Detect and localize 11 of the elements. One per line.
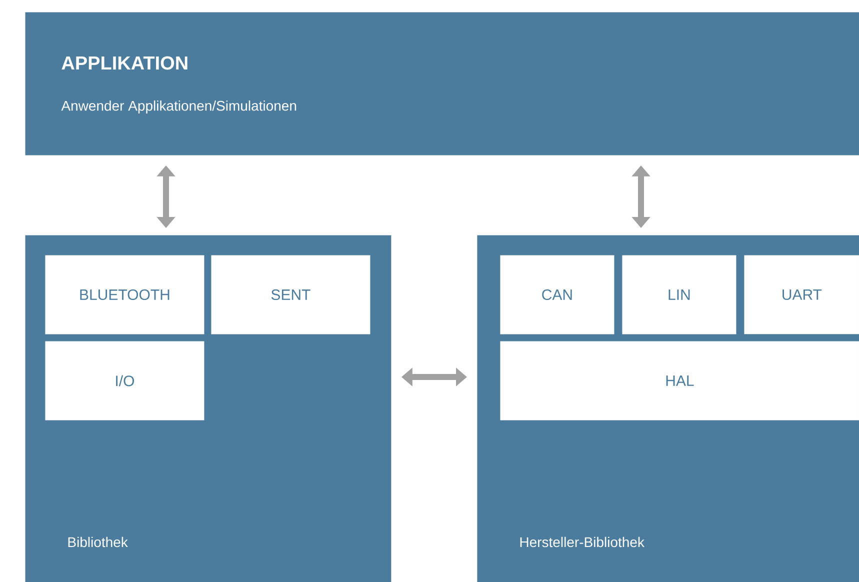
label-box: UART (744, 255, 859, 334)
layer-title: APPLIKATION (62, 56, 188, 70)
label-box: LIN (622, 255, 736, 334)
label-box: CAN (500, 255, 614, 334)
label-box: I/O (45, 341, 204, 420)
library-label: Hersteller-Bibliothek (520, 536, 644, 548)
label-box: BLUETOOTH (45, 255, 204, 334)
label-box: HAL (500, 341, 859, 420)
label-box: SENT (211, 255, 370, 334)
library-label: Bibliothek (68, 536, 128, 548)
layer-subtitle: Anwender Applikationen/Simulationen (61, 100, 296, 114)
